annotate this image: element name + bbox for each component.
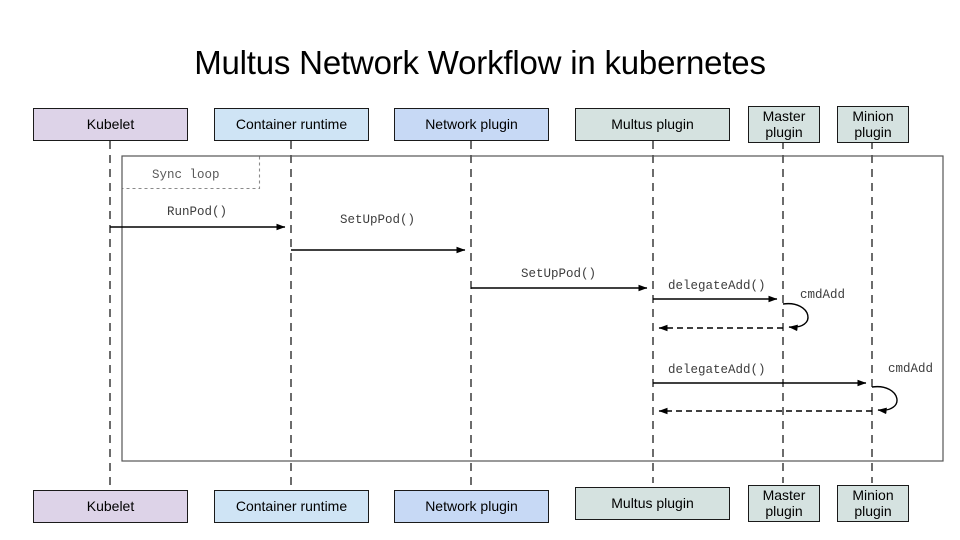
participant-multus-plugin-top[interactable]: Multus plugin — [575, 108, 730, 141]
message-label-delegateadd-2: delegateAdd() — [668, 363, 766, 377]
participant-label: Multus plugin — [611, 494, 694, 511]
arrow-cmdadd-1 — [782, 303, 809, 332]
frame-sync-loop — [121, 155, 944, 462]
participant-kubelet-bottom[interactable]: Kubelet — [33, 490, 188, 523]
message-label-runpod: RunPod() — [167, 205, 228, 219]
arrow-cmdadd-2 — [871, 386, 898, 415]
participant-label: Container runtime — [235, 497, 348, 514]
participant-minion-plugin-top[interactable]: Minion plugin — [837, 106, 909, 143]
participant-master-plugin-top[interactable]: Master plugin — [748, 106, 820, 143]
page-title: Multus Network Workflow in kubernetes — [194, 44, 766, 81]
participant-label: Multus plugin — [611, 115, 694, 132]
message-label-setuppod-1: SetUpPod() — [340, 213, 416, 227]
participant-label: Master plugin — [762, 107, 806, 140]
participant-kubelet-top[interactable]: Kubelet — [33, 108, 188, 141]
participant-network-plugin-top[interactable]: Network plugin — [394, 108, 549, 141]
participant-label: Container runtime — [235, 115, 348, 132]
participant-label: Kubelet — [86, 497, 135, 514]
participant-master-plugin-bottom[interactable]: Master plugin — [748, 485, 820, 522]
message-label-setuppod-2: SetUpPod() — [521, 267, 597, 281]
message-label-cmdadd-2: cmdAdd — [888, 362, 934, 376]
participant-label: Minion plugin — [852, 107, 894, 140]
participant-label: Network plugin — [425, 115, 518, 132]
participant-label: Kubelet — [86, 115, 135, 132]
message-label-delegateadd-1: delegateAdd() — [668, 279, 766, 293]
participant-multus-plugin-bottom[interactable]: Multus plugin — [575, 487, 730, 520]
participant-container-runtime-top[interactable]: Container runtime — [214, 108, 369, 141]
participant-minion-plugin-bottom[interactable]: Minion plugin — [837, 485, 909, 522]
frame-label-sync-loop: Sync loop — [152, 168, 220, 182]
participant-label: Master plugin — [762, 486, 806, 519]
message-label-cmdadd-1: cmdAdd — [800, 288, 846, 302]
participant-container-runtime-bottom[interactable]: Container runtime — [214, 490, 369, 523]
participant-label: Minion plugin — [852, 486, 894, 519]
participant-network-plugin-bottom[interactable]: Network plugin — [394, 490, 549, 523]
participant-label: Network plugin — [425, 497, 518, 514]
frame-label-tab — [122, 156, 261, 190]
